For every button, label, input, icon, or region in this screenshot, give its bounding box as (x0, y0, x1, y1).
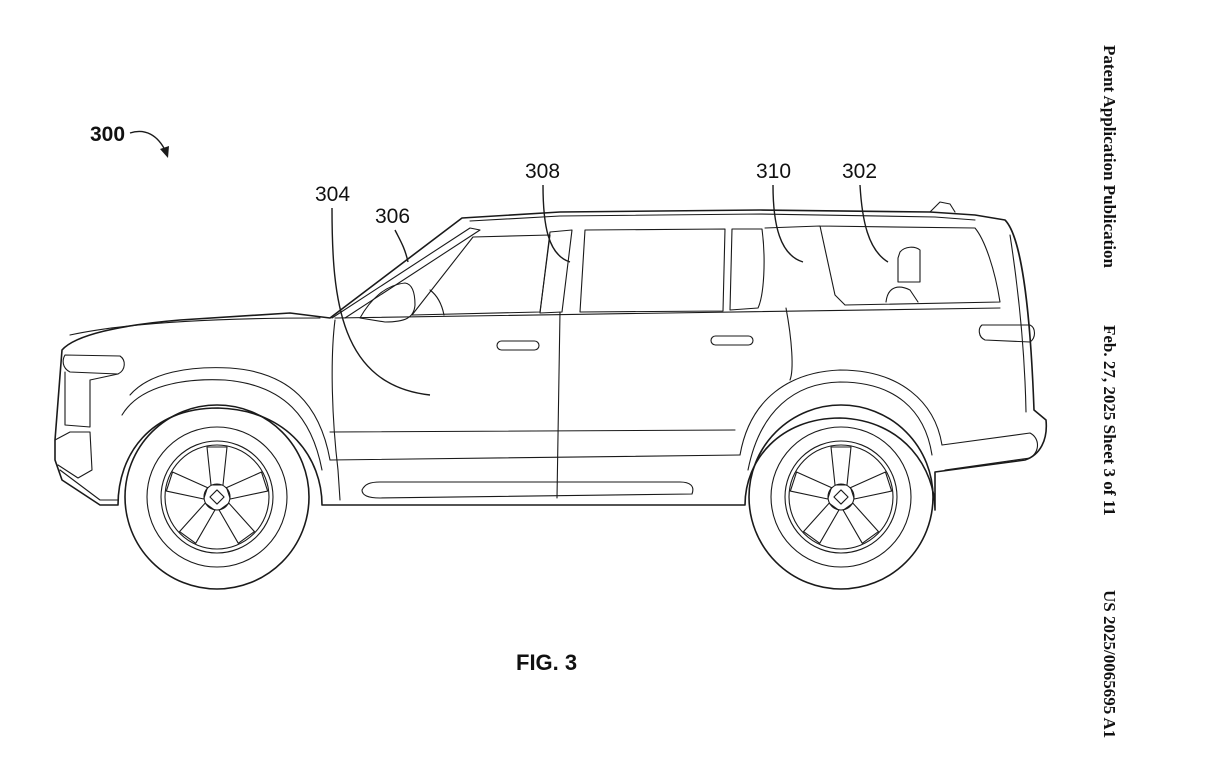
front-bumper-lower (59, 469, 119, 501)
headlamp (62, 354, 125, 375)
roof-rail (469, 213, 976, 222)
steering-wheel (429, 289, 445, 316)
rear-rim (784, 440, 898, 554)
ref-308-leader (542, 184, 571, 263)
ref-300-label: 300 (90, 123, 125, 146)
front-wheel-spokes (165, 446, 269, 544)
ref-302-leader (859, 184, 889, 263)
rear-fender-flare-inner (747, 381, 933, 471)
rear-door-window (579, 228, 726, 313)
windshield (331, 227, 481, 319)
rear-seat-headrest (897, 246, 921, 283)
vehicle-body (54, 201, 1048, 511)
front-bumper (54, 431, 93, 479)
front-fascia (64, 371, 119, 428)
body-character-line (329, 429, 736, 433)
front-fender-flare-inner (121, 379, 323, 471)
front-fender-flare (129, 367, 331, 461)
ref-304-label: 304 (315, 183, 350, 206)
figure-caption: FIG. 3 (516, 650, 577, 675)
rear-fender-flare (739, 369, 943, 456)
ref-306-label: 306 (375, 205, 410, 228)
front-door-seam (331, 319, 341, 501)
rear-tire-sidewall (770, 426, 912, 568)
tailgate-edge (1009, 234, 1027, 413)
hood-line (69, 317, 321, 336)
rear-door-seam (785, 307, 793, 381)
rear-rim-inner (788, 444, 894, 550)
ref-310-label: 310 (756, 160, 791, 183)
roof-rail-end (929, 201, 956, 213)
front-door-window (411, 234, 551, 316)
front-tire-sidewall (146, 426, 288, 568)
ref-302-label: 302 (842, 160, 877, 183)
belt-line (334, 307, 1001, 319)
publication-number: US 2025/0065695 A1 (1100, 590, 1119, 738)
rear-wheel (748, 404, 934, 590)
rear-door-handle (710, 335, 754, 346)
rear-door-window-divider (729, 228, 765, 311)
front-rim (160, 440, 274, 554)
date-sheet-info: Feb. 27, 2025 Sheet 3 of 11 (1100, 325, 1119, 516)
front-wheel (124, 404, 310, 590)
center-door-seam (556, 311, 561, 499)
front-hub-icon (209, 489, 225, 505)
ref-308-label: 308 (525, 160, 560, 183)
front-door-handle (496, 340, 540, 351)
ref-304-leader (331, 207, 431, 396)
front-tire (124, 404, 310, 590)
rear-hub-icon (833, 489, 849, 505)
publication-type: Patent Application Publication (1100, 45, 1119, 268)
rear-tire (748, 404, 934, 590)
ref-306-leader (394, 229, 409, 263)
body-outline (54, 209, 1048, 511)
rear-bumper (941, 432, 1039, 471)
side-mirror (359, 282, 416, 323)
front-rim-inner (164, 444, 270, 550)
rear-wheel-spokes (789, 446, 893, 544)
rear-seat-back (885, 286, 919, 303)
sheet-header: Patent Application Publication Feb. 27, … (1100, 45, 1119, 738)
rocker-panel (361, 481, 694, 499)
ref-300-arrowhead (160, 146, 169, 158)
rocker-panel-top (329, 454, 741, 461)
tail-lamp (978, 324, 1036, 343)
b-pillar (539, 229, 573, 314)
ref-310-leader (772, 184, 804, 263)
c-pillar (764, 225, 1001, 306)
